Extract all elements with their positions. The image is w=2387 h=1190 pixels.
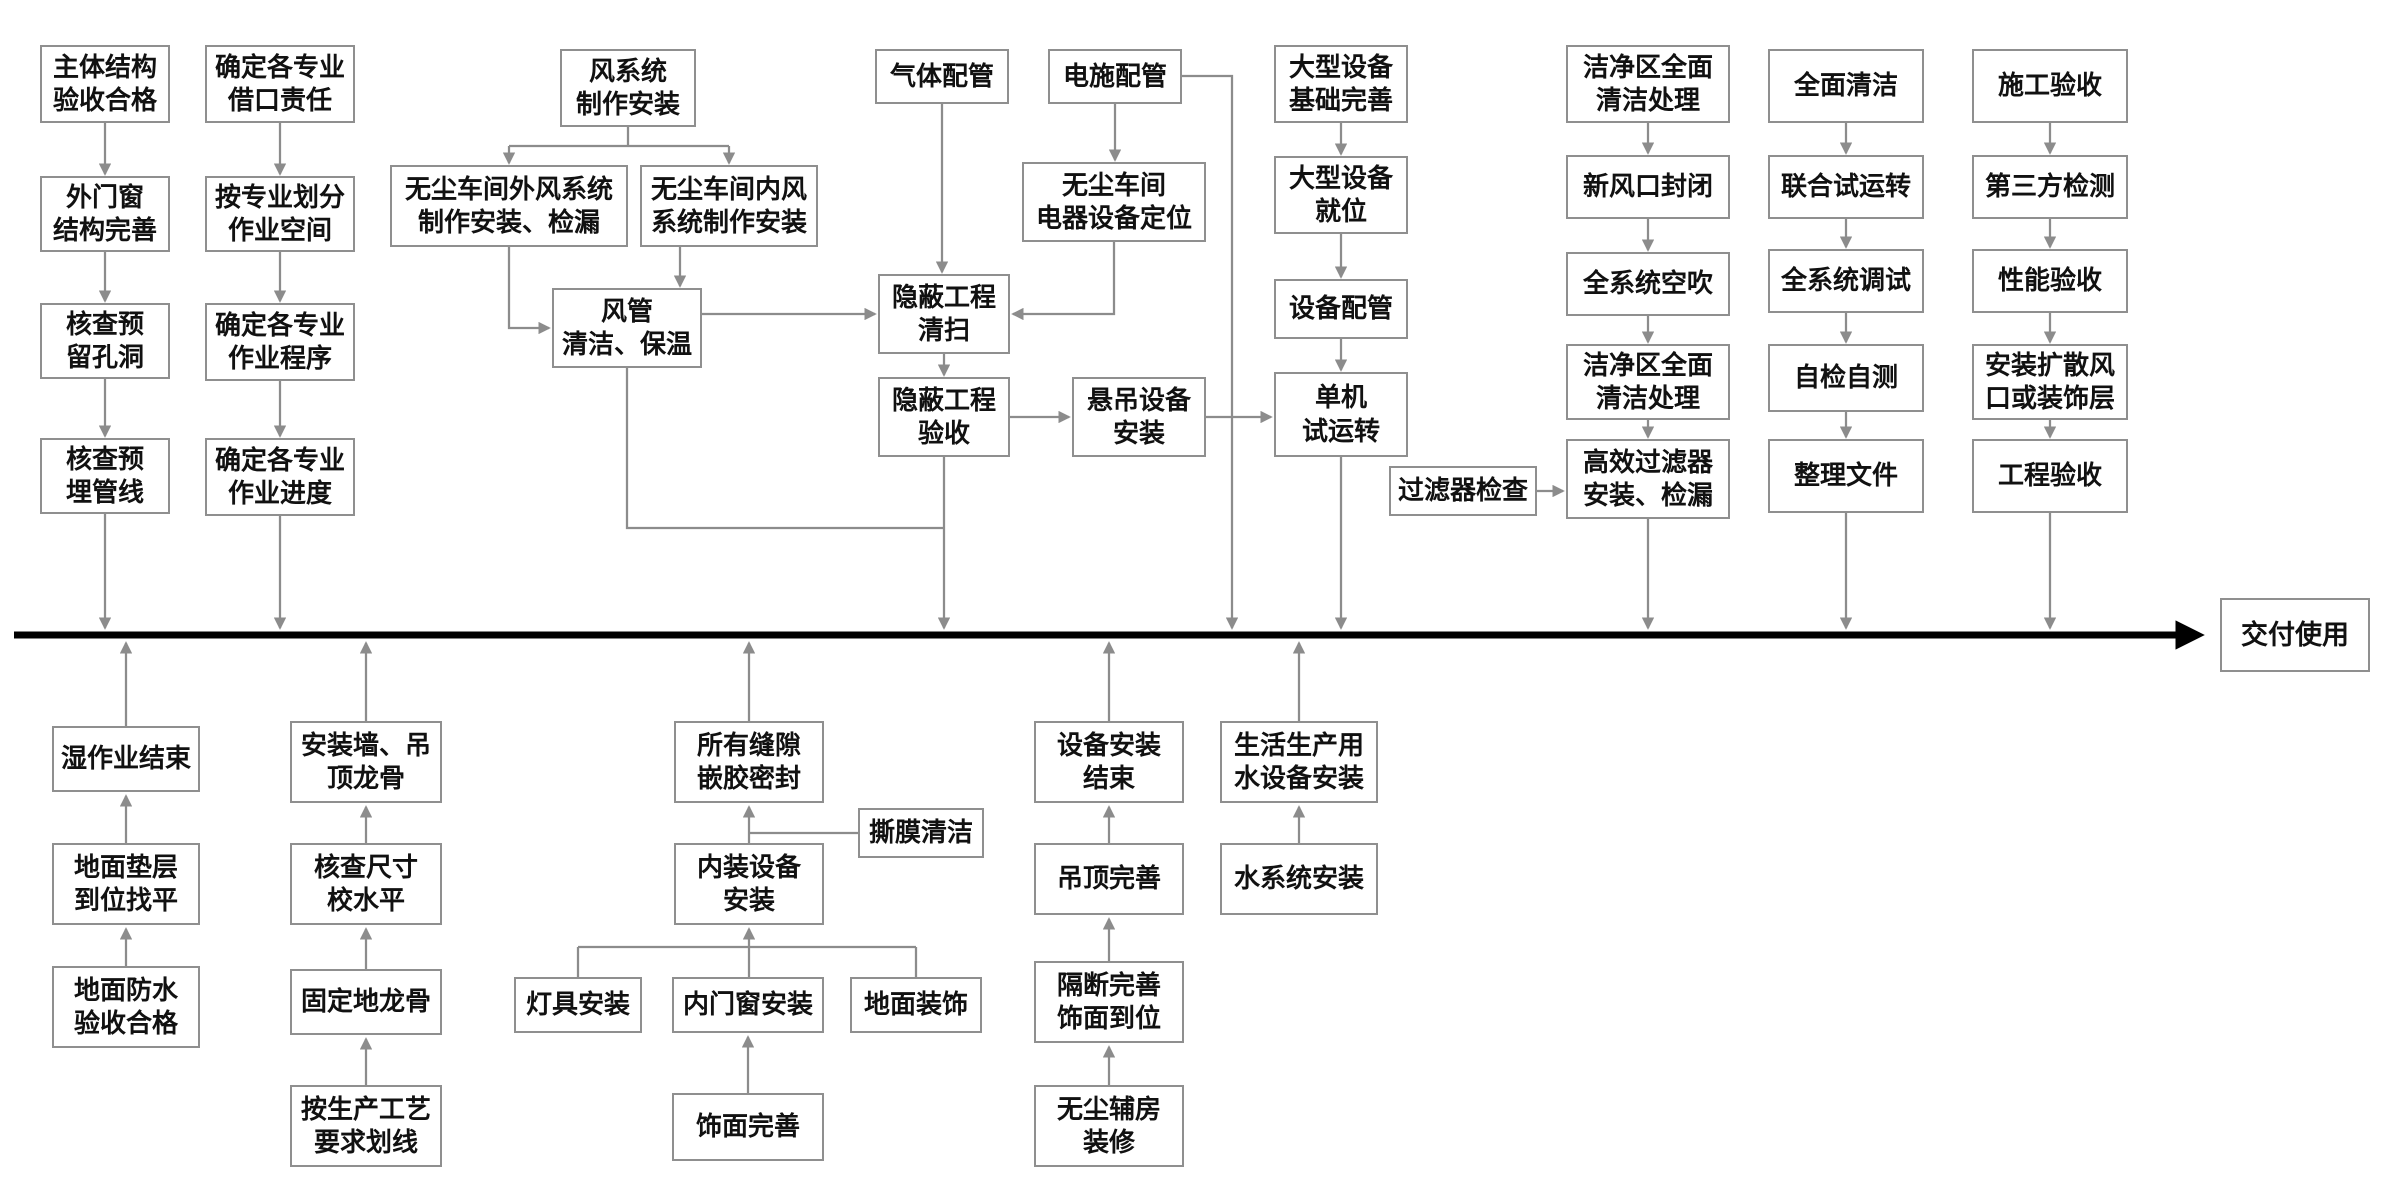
node-check-reserved-holes: 核查预 留孔洞 [40, 303, 170, 379]
node-floor-cushion-leveling: 地面垫层 到位找平 [52, 843, 200, 925]
node-floor-decoration: 地面装饰 [850, 977, 982, 1033]
node-fresh-air-inlet-sealing: 新风口封闭 [1566, 155, 1730, 219]
node-cleanroom-electrical-positioning: 无尘车间 电器设备定位 [1022, 162, 1206, 242]
node-filter-inspection: 过滤器检查 [1389, 466, 1537, 516]
node-cleanroom-outer-air-system: 无尘车间外风系统 制作安装、检漏 [390, 165, 628, 247]
node-check-dimensions-level: 核查尺寸 校水平 [290, 843, 442, 925]
node-organize-documents: 整理文件 [1768, 439, 1924, 513]
node-delivery-for-use: 交付使用 [2220, 598, 2370, 672]
node-air-system-fabrication: 风系统 制作安装 [560, 49, 696, 127]
node-exterior-door-window: 外门窗 结构完善 [40, 176, 170, 252]
node-marking-per-process: 按生产工艺 要求划线 [290, 1085, 442, 1167]
node-third-party-testing: 第三方检测 [1972, 155, 2128, 219]
node-lighting-install: 灯具安装 [514, 977, 642, 1033]
node-interior-equipment-install: 内装设备 安装 [674, 843, 824, 925]
node-ceiling-completion: 吊顶完善 [1034, 843, 1184, 915]
node-equipment-piping: 设备配管 [1274, 279, 1408, 339]
node-large-equipment-in-place: 大型设备 就位 [1274, 156, 1408, 234]
node-define-interface-responsibility: 确定各专业 借口责任 [205, 45, 355, 123]
node-gas-piping: 气体配管 [875, 49, 1009, 104]
node-full-system-air-blow: 全系统空吹 [1566, 252, 1730, 316]
node-define-work-procedure: 确定各专业 作业程序 [205, 303, 355, 381]
connectors-top [98, 74, 2057, 630]
node-hidden-works-cleaning: 隐蔽工程 清扫 [878, 274, 1010, 354]
node-interior-door-window-install: 内门窗安装 [672, 977, 824, 1033]
node-finish-surface-completion: 饰面完善 [672, 1093, 824, 1161]
node-equipment-install-finished: 设备安装 结束 [1034, 721, 1184, 803]
node-suspended-equipment-install: 悬吊设备 安装 [1072, 377, 1206, 457]
node-self-inspection: 自检自测 [1768, 344, 1924, 412]
node-wet-work-finished: 湿作业结束 [52, 726, 200, 792]
node-hepa-filter-install: 高效过滤器 安装、检漏 [1566, 439, 1730, 519]
node-divide-work-space: 按专业划分 作业空间 [205, 176, 355, 252]
node-fix-floor-keel: 固定地龙骨 [290, 969, 442, 1035]
node-domestic-production-water-equipment: 生活生产用 水设备安装 [1220, 721, 1378, 803]
node-full-system-commissioning: 全系统调试 [1768, 249, 1924, 313]
node-diffuser-or-decorative-layer: 安装扩散风 口或装饰层 [1972, 344, 2128, 420]
node-film-peel-cleaning: 撕膜清洁 [858, 808, 984, 858]
node-project-acceptance: 工程验收 [1972, 439, 2128, 513]
node-large-equipment-foundation: 大型设备 基础完善 [1274, 45, 1408, 123]
node-water-system-install: 水系统安装 [1220, 843, 1378, 915]
node-clean-area-full-cleaning-1: 洁净区全面 清洁处理 [1566, 45, 1730, 123]
node-overall-cleaning: 全面清洁 [1768, 49, 1924, 123]
node-define-work-schedule: 确定各专业 作业进度 [205, 438, 355, 516]
node-check-embedded-pipes: 核查预 埋管线 [40, 438, 170, 514]
node-cleanroom-inner-air-system: 无尘车间内风 系统制作安装 [640, 165, 818, 247]
node-partition-completion: 隔断完善 饰面到位 [1034, 961, 1184, 1043]
node-clean-area-full-cleaning-2: 洁净区全面 清洁处理 [1566, 344, 1730, 420]
node-main-structure-acceptance: 主体结构 验收合格 [40, 45, 170, 123]
node-electrical-piping: 电施配管 [1048, 49, 1182, 104]
node-floor-waterproof-acceptance: 地面防水 验收合格 [52, 966, 200, 1048]
node-install-wall-ceiling-keel: 安装墙、吊 顶龙骨 [290, 721, 442, 803]
node-construction-acceptance: 施工验收 [1972, 49, 2128, 123]
node-performance-acceptance: 性能验收 [1972, 249, 2128, 313]
node-single-machine-test-run: 单机 试运转 [1274, 372, 1408, 457]
node-clean-auxiliary-room-decoration: 无尘辅房 装修 [1034, 1085, 1184, 1167]
node-joint-test-run: 联合试运转 [1768, 155, 1924, 219]
connectors-bottom [119, 641, 1306, 1093]
node-hidden-works-acceptance: 隐蔽工程 验收 [878, 377, 1010, 457]
node-duct-cleaning-insulation: 风管 清洁、保温 [552, 288, 702, 368]
node-seal-all-gaps: 所有缝隙 嵌胶密封 [674, 721, 824, 803]
